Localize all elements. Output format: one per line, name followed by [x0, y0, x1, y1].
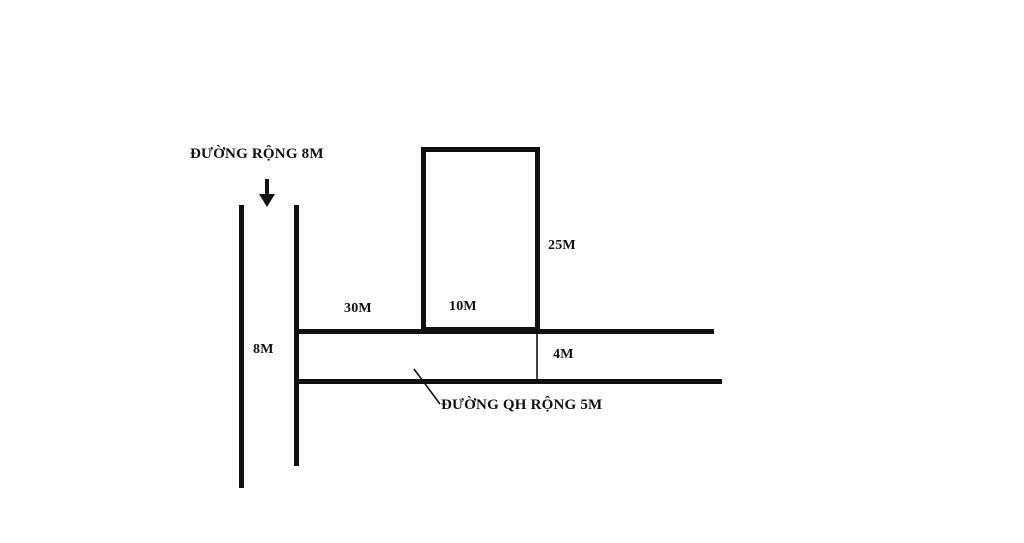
- label-main-road-title: ĐƯỜNG RỘNG 8M: [190, 146, 324, 162]
- label-frontage-30m: 30M: [344, 301, 372, 316]
- road-pointer-arrow-head: [259, 194, 275, 207]
- label-road-width-8m: 8M: [253, 342, 274, 357]
- label-plot-depth-25m: 25M: [548, 238, 576, 253]
- label-planned-road: ĐƯỜNG QH RỘNG 5M: [441, 397, 603, 413]
- planned-road-leader-line: [413, 368, 441, 405]
- label-plot-width-10m: 10M: [449, 299, 477, 314]
- label-segment-4m: 4M: [553, 347, 574, 362]
